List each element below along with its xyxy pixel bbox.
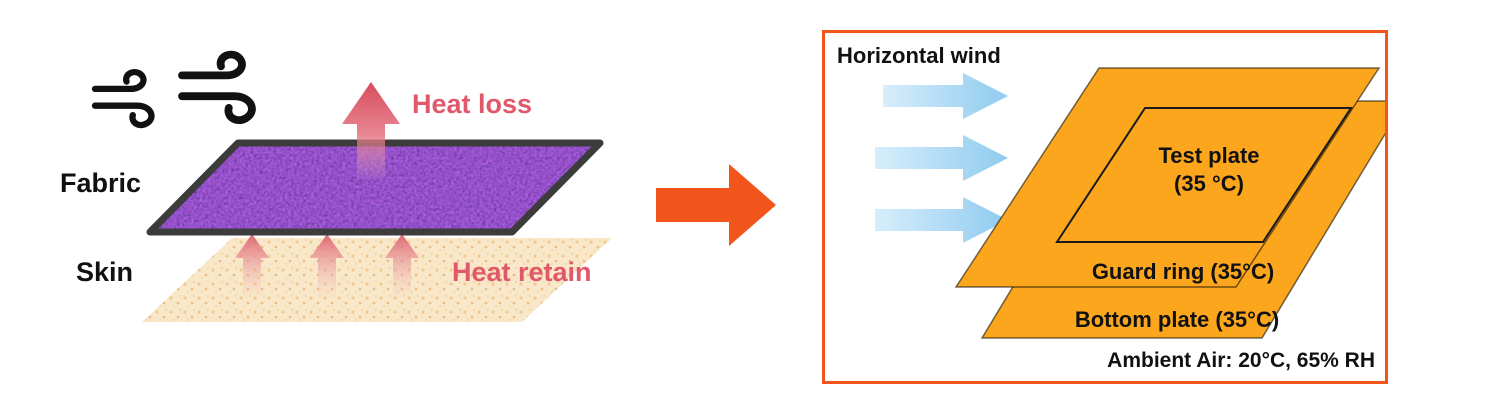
wind-flow-arrows	[875, 73, 1008, 243]
heat-loss-label: Heat loss	[412, 89, 532, 119]
transition-arrow-icon	[656, 164, 776, 246]
skin-label: Skin	[76, 257, 133, 287]
guard-ring-label: Guard ring (35°C)	[1092, 259, 1274, 284]
test-plate-label-line2: (35 °C)	[1174, 171, 1244, 196]
wind-gust-icon	[91, 68, 155, 129]
wind-flow-arrow-icon	[875, 135, 1008, 181]
heat-loss-arrow-icon	[342, 82, 400, 178]
wind-flow-arrow-icon	[875, 197, 1008, 243]
horizontal-wind-label: Horizontal wind	[837, 43, 1001, 68]
heat-up-arrow-icon	[310, 234, 344, 298]
ambient-air-label: Ambient Air: 20°C, 65% RH	[1107, 349, 1375, 372]
heat-transfer-diagram: Fabric Skin Heat loss Heat retain	[60, 50, 776, 322]
apparatus-diagram: Horizontal wind Test plate (35 °C) Guard…	[837, 43, 1385, 372]
heat-retain-arrows	[235, 234, 419, 298]
wind-flow-arrow-icon	[883, 73, 1008, 119]
test-plate	[1055, 107, 1353, 243]
heat-up-arrow-icon	[385, 234, 419, 298]
bottom-plate-label: Bottom plate (35°C)	[1075, 307, 1279, 332]
fabric-label: Fabric	[60, 168, 141, 198]
heat-up-arrow-icon	[235, 234, 269, 298]
heat-retain-label: Heat retain	[452, 257, 592, 287]
test-plate-label-line1: Test plate	[1158, 143, 1259, 168]
apparatus-panel: Horizontal wind Test plate (35 °C) Guard…	[822, 30, 1388, 384]
wind-gust-icon	[178, 50, 256, 125]
